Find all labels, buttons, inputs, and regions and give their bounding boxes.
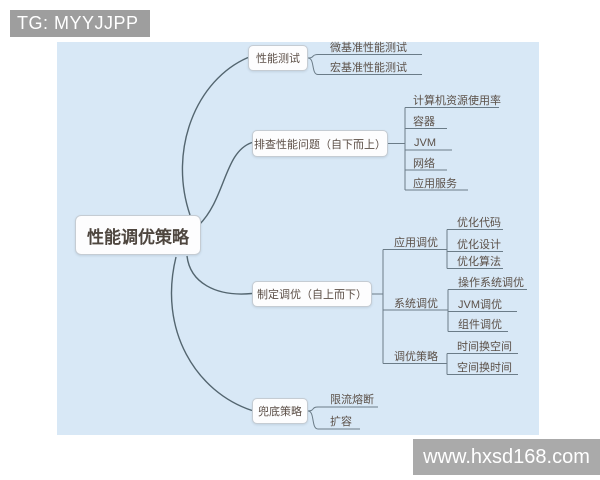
branch-troubleshoot-bottom-up[interactable]: 排查性能问题（自下而上）	[252, 130, 388, 157]
watermark-bottom-right: www.hxsd168.com	[413, 439, 600, 475]
leaf-macro-benchmark-test[interactable]: 宏基准性能测试	[330, 62, 407, 74]
subtopic-tuning-strategy[interactable]: 调优策略	[394, 351, 438, 363]
leaf-component-tuning[interactable]: 组件调优	[458, 319, 502, 331]
subtopic-app-tuning[interactable]: 应用调优	[394, 237, 438, 249]
leaf-jvm[interactable]: JVM	[414, 137, 436, 149]
leaf-optimize-algorithm[interactable]: 优化算法	[457, 256, 501, 268]
leaf-optimize-code[interactable]: 优化代码	[457, 217, 501, 229]
leaf-micro-benchmark-test[interactable]: 微基准性能测试	[330, 42, 407, 54]
leaf-network[interactable]: 网络	[413, 158, 435, 170]
leaf-time-for-space[interactable]: 时间换空间	[457, 341, 512, 353]
branch-fallback-strategy[interactable]: 兜底策略	[252, 398, 308, 424]
leaf-rate-limit-circuit-break[interactable]: 限流熔断	[330, 394, 374, 406]
branch-performance-testing[interactable]: 性能测试	[248, 45, 308, 71]
leaf-app-service[interactable]: 应用服务	[413, 178, 457, 190]
root-topic[interactable]: 性能调优策略	[75, 215, 201, 255]
subtopic-system-tuning[interactable]: 系统调优	[394, 298, 438, 310]
watermark-top-left: TG: MYYJJPP	[10, 10, 150, 37]
leaf-optimize-design[interactable]: 优化设计	[457, 239, 501, 251]
leaf-jvm-tuning[interactable]: JVM调优	[458, 299, 502, 311]
leaf-computer-resource-usage[interactable]: 计算机资源使用率	[413, 95, 501, 107]
leaf-scale-out[interactable]: 扩容	[330, 416, 352, 428]
leaf-os-tuning[interactable]: 操作系统调优	[458, 277, 524, 289]
leaf-container[interactable]: 容器	[413, 116, 435, 128]
leaf-space-for-time[interactable]: 空间换时间	[457, 362, 512, 374]
branch-tuning-plan-top-down[interactable]: 制定调优（自上而下）	[252, 281, 372, 307]
